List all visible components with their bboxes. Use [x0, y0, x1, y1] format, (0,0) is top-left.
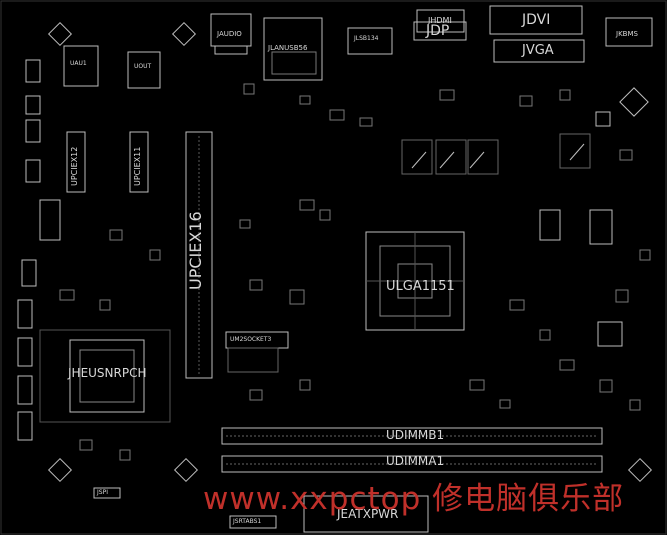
vga-label: JVGA [522, 43, 554, 58]
dvi-connector-outline [489, 5, 583, 35]
pciex16-label: UPCIEX16 [186, 211, 205, 290]
jspi-label: JSPI [97, 489, 108, 496]
dp-label: JDP [426, 23, 450, 39]
cpu-socket-label: ULGA1151 [386, 279, 455, 294]
uout-label: UOUT [134, 63, 152, 70]
uau1-label: UAU1 [70, 60, 87, 67]
watermark-text: www.xxpctop 修电脑俱乐部 [203, 481, 625, 517]
atx-power-label: JEATXPWR [337, 507, 399, 521]
usb34-connector-outline [347, 27, 393, 55]
dp-connector-outline [413, 21, 467, 41]
pciex12-label: UPCIEX12 [70, 146, 79, 186]
audio-label: JAUDIO [217, 30, 242, 38]
pciex11-label: UPCIEX11 [133, 146, 142, 186]
jrtabs-label: JSRTABS1 [233, 518, 262, 525]
pch-label: JHEUSNRPCH [68, 366, 147, 380]
dimm-b1-slot [221, 427, 603, 445]
pciex11-slot [129, 131, 149, 193]
dimm-a1-slot [221, 455, 603, 473]
usb34-label: JLSB134 [354, 35, 379, 42]
hdmi-connector-outline [416, 9, 465, 33]
kbms-label: JKBMS [616, 30, 638, 38]
dvi-label: JDVI [522, 12, 551, 28]
hdmi-label: JHDMI [428, 16, 452, 25]
pch-outline [69, 339, 145, 413]
lanusb-label: JLANUSB56 [268, 44, 308, 52]
dimm-a1-label: UDIMMA1 [386, 454, 445, 468]
dimm-b1-label: UDIMMB1 [386, 428, 445, 442]
pciex16-slot [185, 131, 213, 379]
vga-connector-outline [493, 39, 585, 63]
m2-label: UM2SOCKET3 [230, 336, 272, 343]
lan-usb-connector-outline [263, 17, 323, 81]
atx-power-outline [303, 495, 429, 533]
pciex12-slot [66, 131, 86, 193]
kbms-connector-outline [605, 17, 653, 47]
